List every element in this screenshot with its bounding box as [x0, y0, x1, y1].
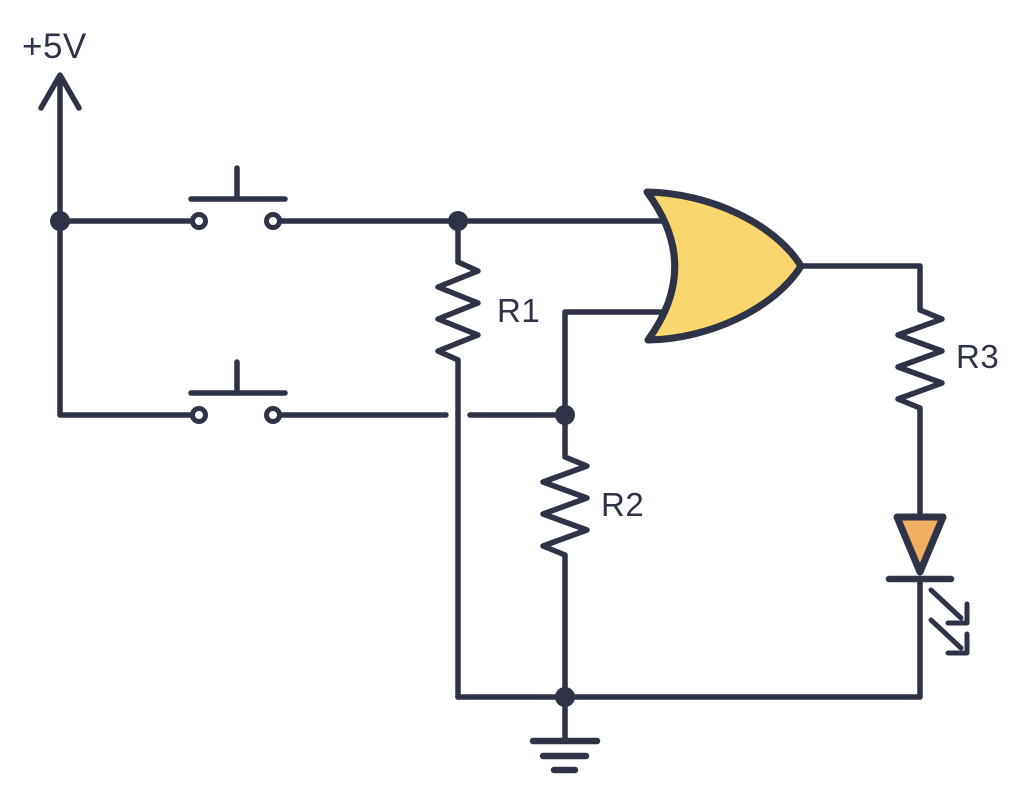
junction-dot: [555, 405, 575, 425]
wire-gate-output-r3-to-led: [798, 263, 945, 519]
push-button-1: [188, 165, 288, 230]
ground-symbol: [529, 694, 601, 774]
wire-supply-to-button2: [57, 218, 195, 418]
supply-arrow-icon: [38, 72, 82, 111]
junction-dot: [50, 211, 70, 231]
resistor-r2-label: R2: [601, 486, 644, 523]
led-light-arrow: [928, 617, 970, 656]
arrow-head: [945, 631, 970, 656]
button2-terminal-left: [190, 406, 208, 424]
wire-ground-rail: [455, 577, 923, 700]
arrow-shaft: [928, 587, 964, 621]
wire-r2-branch: [540, 412, 590, 700]
wires: [57, 75, 945, 700]
arrow-shaft: [928, 617, 964, 651]
power-supply-5v: +5V: [22, 27, 87, 111]
or-gate-body: [643, 188, 805, 344]
resistor-r3-label: R3: [956, 338, 999, 375]
led: [885, 513, 970, 656]
supply-label: +5V: [22, 27, 87, 66]
arrow-head: [945, 601, 970, 626]
button2-terminal-right: [264, 406, 282, 424]
button1-terminal-left: [190, 212, 208, 230]
junction-dots: [50, 211, 575, 707]
wire-node-to-gate-input-b: [562, 309, 691, 417]
button1-terminal-right: [264, 212, 282, 230]
led-triangle: [893, 513, 947, 576]
wire-r1-branch: [435, 218, 481, 700]
or-gate: [643, 188, 805, 344]
push-button-2: [188, 359, 288, 424]
led-light-arrow: [928, 587, 970, 626]
junction-dot: [448, 211, 468, 231]
resistor-r1-label: R1: [497, 292, 540, 329]
